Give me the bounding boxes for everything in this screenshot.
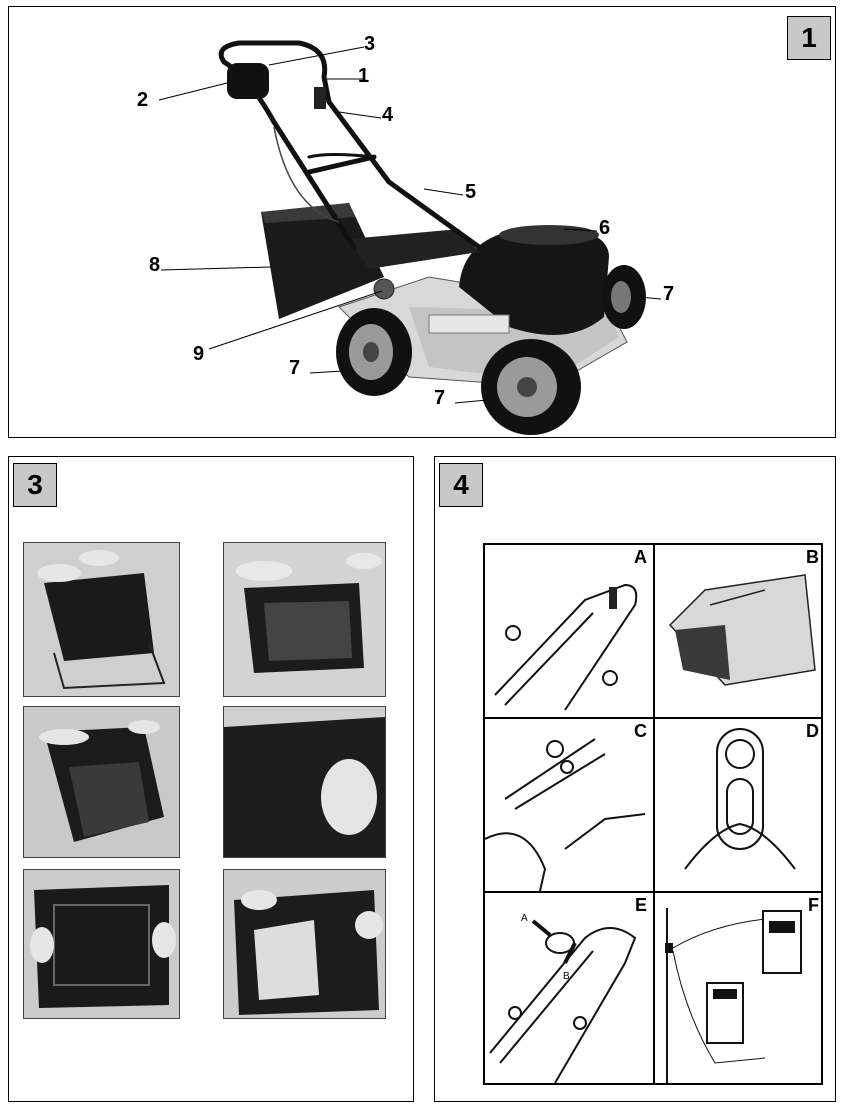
callout-4: 4 — [382, 104, 394, 126]
callout-1: 1 — [358, 65, 370, 87]
grass-catcher — [261, 203, 384, 319]
step-grid: A B C — [483, 543, 823, 1085]
callout-7-rear: 7 — [289, 357, 301, 379]
figure-3-number: 3 — [13, 463, 57, 507]
assembly-photo-2 — [223, 542, 386, 697]
figure-4-panel: 4 A B — [434, 456, 836, 1102]
step-c-label: C — [634, 721, 647, 741]
callout-7-right: 7 — [663, 283, 675, 305]
step-d: D — [655, 719, 825, 891]
assembly-photo-1 — [23, 542, 180, 697]
step-d-label: D — [806, 721, 819, 741]
step-e-label: E — [634, 895, 647, 915]
figure-3-panel: 3 — [8, 456, 414, 1102]
callout-5: 5 — [465, 181, 477, 203]
step-b-label: B — [806, 547, 819, 567]
front-wheel-left — [481, 339, 581, 435]
height-adjust-knob — [373, 278, 395, 300]
step-c: C — [485, 719, 653, 891]
assembly-photo-3 — [23, 706, 180, 858]
arrow-label-b: B — [563, 971, 570, 982]
step-a: A — [485, 545, 653, 717]
callout-6: 6 — [599, 217, 611, 239]
step-e: A B E — [485, 893, 653, 1087]
assembly-photo-4 — [223, 706, 386, 858]
step-f-label: F — [808, 895, 819, 915]
motor-cover — [459, 227, 609, 335]
rear-wheel-left — [336, 308, 412, 396]
arrow-label-a: A — [521, 913, 528, 924]
assembly-photo-6 — [223, 869, 386, 1019]
figure-1-panel: 1 — [8, 6, 836, 438]
figure-4-number: 4 — [439, 463, 483, 507]
callout-9: 9 — [193, 343, 205, 365]
step-a-label: A — [634, 547, 647, 567]
callout-8: 8 — [149, 254, 161, 276]
callout-7-front: 7 — [434, 387, 446, 409]
callout-3: 3 — [364, 33, 376, 55]
step-f: F — [655, 893, 825, 1087]
figure-1-number: 1 — [787, 16, 831, 60]
assembly-photo-5 — [23, 869, 180, 1019]
step-b: B — [655, 545, 825, 717]
mower-illustration — [158, 40, 662, 435]
callout-2: 2 — [137, 89, 149, 111]
front-wheel-right — [602, 265, 646, 329]
